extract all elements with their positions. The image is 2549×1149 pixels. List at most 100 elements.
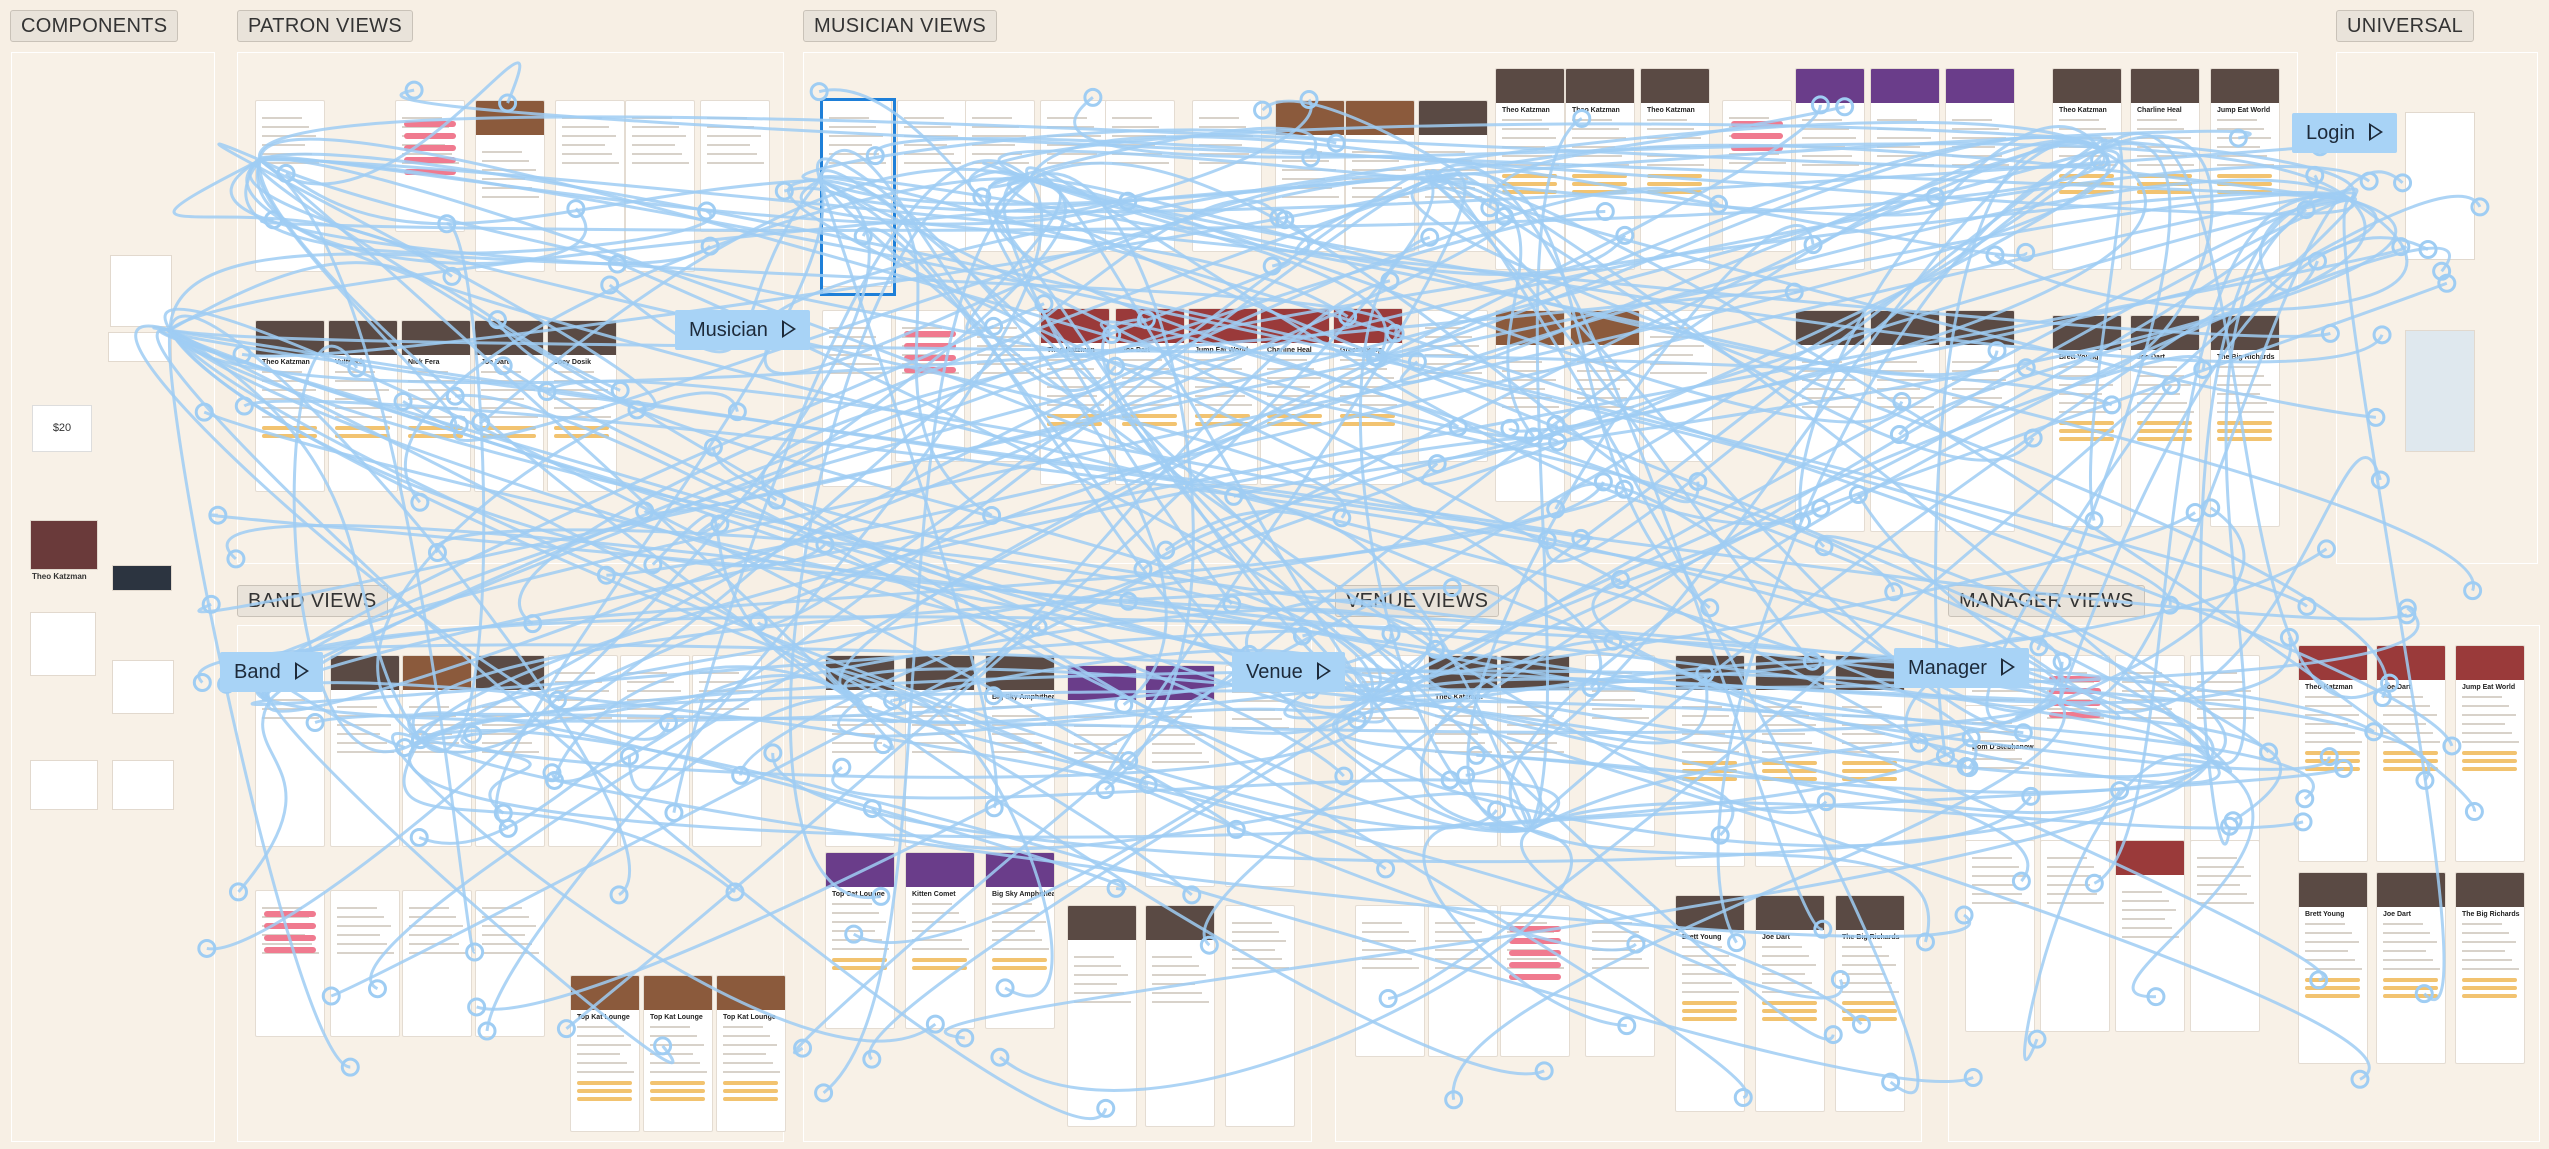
- manager-list-screen-2[interactable]: [1965, 840, 2035, 1032]
- musician-events-screen[interactable]: [822, 310, 892, 487]
- venue-detail-screen[interactable]: Big Sky Amphitheatre: [985, 852, 1055, 1029]
- venue-list-screen-2[interactable]: [1355, 905, 1425, 1057]
- manager-artist-detail-screen[interactable]: The Big Richards: [2455, 872, 2525, 1064]
- band-spotlight-detail-screen[interactable]: [1145, 905, 1215, 1127]
- section-label-patron[interactable]: PATRON VIEWS: [237, 10, 413, 42]
- screen-menu-button[interactable]: [2049, 700, 2101, 706]
- section-label-manager[interactable]: MANAGER VIEWS: [1948, 585, 2146, 617]
- patron-feed-screen[interactable]: [555, 100, 625, 272]
- musician-event-screen[interactable]: Charline Heal: [1260, 308, 1330, 485]
- manager-profile-screen[interactable]: Dom D'Stephanow: [1965, 705, 2035, 847]
- musician-spotlight-detail-screen[interactable]: [1945, 310, 2015, 532]
- component-toggle-card[interactable]: [108, 332, 172, 362]
- musician-feed-screen[interactable]: [1722, 100, 1792, 252]
- manager-artist-detail-screen[interactable]: Brett Young: [2298, 872, 2368, 1064]
- musician-event-screen[interactable]: Jump Eat World: [1188, 308, 1258, 485]
- flow-start-login[interactable]: Login: [2292, 113, 2397, 153]
- musician-avatar-screen-2[interactable]: [1345, 100, 1415, 252]
- screen-menu-button[interactable]: [264, 923, 316, 929]
- screen-menu-button[interactable]: [264, 911, 316, 917]
- flow-start-band[interactable]: Band: [220, 652, 323, 692]
- patron-feed-screen-2[interactable]: [625, 100, 695, 272]
- musician-chat-screen-2[interactable]: [1105, 100, 1175, 252]
- manager-artist-screen[interactable]: Joe Dart: [2376, 645, 2446, 862]
- component-card[interactable]: [110, 255, 172, 327]
- musician-photo-screen[interactable]: [1418, 100, 1488, 252]
- band-photo-screen[interactable]: [475, 655, 545, 847]
- patron-friends-screen[interactable]: [700, 100, 770, 232]
- section-label-components[interactable]: COMPONENTS: [10, 10, 179, 42]
- venue-list-screen-4[interactable]: [1585, 905, 1655, 1057]
- screen-menu-button[interactable]: [904, 355, 956, 361]
- musician-artist-screen[interactable]: Theo Katzman: [2052, 68, 2122, 270]
- musician-spotlight-screen[interactable]: [1870, 68, 1940, 270]
- flow-start-venue[interactable]: Venue: [1232, 652, 1345, 692]
- section-label-universal[interactable]: UNIVERSAL: [2336, 10, 2475, 42]
- flow-start-manager[interactable]: Manager: [1894, 648, 2029, 688]
- screen-menu-button[interactable]: [1509, 974, 1561, 980]
- musician-spotlight-detail-screen[interactable]: [1795, 310, 1865, 532]
- screen-menu-button[interactable]: [2049, 712, 2101, 718]
- venue-landscape-screen[interactable]: [825, 655, 895, 847]
- venue-amphitheatre-screen[interactable]: Big Sky Amphitheatre: [985, 655, 1055, 847]
- venue-list-screen-3[interactable]: [1428, 905, 1498, 1057]
- musician-profile-screen[interactable]: Theo Katzman: [1640, 68, 1710, 270]
- band-feed-screen[interactable]: [1225, 665, 1295, 887]
- manager-artist-detail-screen[interactable]: Joe Dart: [2376, 872, 2446, 1064]
- musician-list-screen-2[interactable]: [897, 100, 967, 252]
- band-venue-screen[interactable]: Top Kat Lounge: [716, 975, 786, 1132]
- musician-chat-screen[interactable]: [1040, 100, 1110, 252]
- screen-menu-button[interactable]: [404, 145, 456, 151]
- musician-spotlight-detail-screen[interactable]: [1870, 310, 1940, 532]
- screen-menu-button[interactable]: [904, 343, 956, 349]
- screen-menu-button[interactable]: [404, 169, 456, 175]
- venue-list-screen[interactable]: [1355, 655, 1425, 847]
- musician-spotlight-screen[interactable]: [1795, 68, 1865, 270]
- musician-profile-screen[interactable]: Theo Katzman: [1495, 68, 1565, 270]
- venue-profile-screen[interactable]: Theo Katzman: [1428, 655, 1498, 847]
- band-spotlight-screen[interactable]: [1145, 665, 1215, 887]
- venue-artist-detail-screen[interactable]: Joe Dart: [1755, 895, 1825, 1112]
- screen-menu-button[interactable]: [1731, 121, 1783, 127]
- musician-artist-detail-screen[interactable]: The Big Richards: [2210, 315, 2280, 527]
- patron-artist-screen[interactable]: Theo Katzman: [255, 320, 325, 492]
- venue-artist-screen[interactable]: [1675, 655, 1745, 867]
- screen-menu-button[interactable]: [1509, 938, 1561, 944]
- musician-event-screen[interactable]: Theo Katzman: [1040, 308, 1110, 485]
- musician-chat-thread-screen[interactable]: [1418, 310, 1488, 462]
- patron-menu-screen[interactable]: [395, 100, 465, 232]
- band-list-screen-2[interactable]: [548, 655, 618, 847]
- musician-menu-screen[interactable]: [895, 310, 965, 462]
- musician-artist-screen[interactable]: Charline Heal: [2130, 68, 2200, 270]
- section-label-venue[interactable]: VENUE VIEWS: [1335, 585, 1500, 617]
- screen-menu-button[interactable]: [1731, 145, 1783, 151]
- screen-menu-button[interactable]: [404, 157, 456, 163]
- patron-artist-screen[interactable]: Vulfpeck: [328, 320, 398, 492]
- musician-artist-detail-screen[interactable]: Brett Young: [2052, 315, 2122, 527]
- universal-login-screen[interactable]: [2405, 112, 2475, 260]
- venue-artist-screen[interactable]: [1755, 655, 1825, 867]
- musician-artist-detail-screen[interactable]: Joe Dart: [2130, 315, 2200, 527]
- venue-detail-screen[interactable]: Kitten Comet: [905, 852, 975, 1029]
- venue-landscape-screen-2[interactable]: [905, 655, 975, 847]
- manager-chat-screen[interactable]: [2190, 655, 2260, 847]
- manager-artist-photo-screen[interactable]: [2115, 840, 2185, 1032]
- screen-menu-button[interactable]: [264, 947, 316, 953]
- venue-chat-screen[interactable]: [1585, 655, 1655, 847]
- musician-artist-screen[interactable]: Jump Eat World: [2210, 68, 2280, 270]
- musician-event-screen[interactable]: Greer Young: [1333, 308, 1403, 485]
- manager-list-screen-3[interactable]: [2040, 840, 2110, 1032]
- band-avatar-screen[interactable]: [402, 655, 472, 847]
- patron-photo-screen[interactable]: [475, 100, 545, 272]
- manager-list-screen-4[interactable]: [2190, 840, 2260, 1032]
- musician-chat-screen-3[interactable]: [1192, 100, 1262, 252]
- band-venue-screen[interactable]: Top Kat Lounge: [570, 975, 640, 1132]
- screen-menu-button[interactable]: [1509, 962, 1561, 968]
- screen-menu-button[interactable]: [904, 367, 956, 373]
- manager-artist-screen[interactable]: Jump Eat World: [2455, 645, 2525, 862]
- band-map-screen[interactable]: [620, 655, 690, 847]
- venue-photo-screen[interactable]: [1500, 655, 1570, 847]
- band-list-screen-3[interactable]: [330, 890, 400, 1037]
- patron-artist-screen[interactable]: Nick Fera: [401, 320, 471, 492]
- manager-feed-screen[interactable]: [2115, 655, 2185, 847]
